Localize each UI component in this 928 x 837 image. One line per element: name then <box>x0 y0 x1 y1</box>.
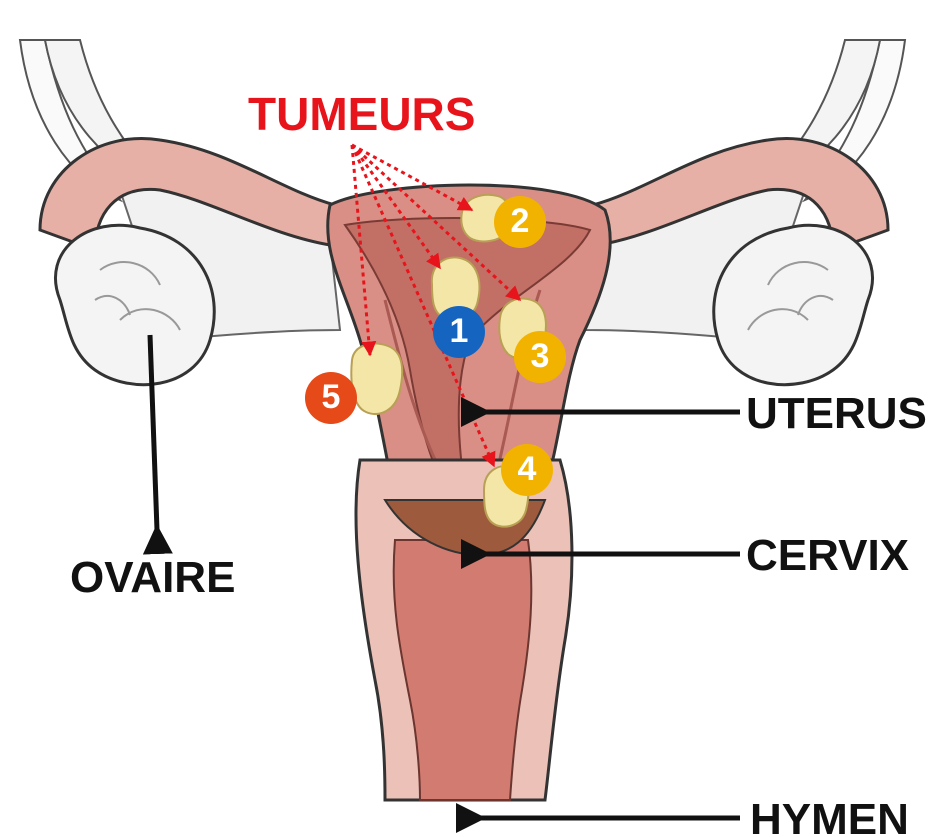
tumor-marker-4-number: 4 <box>518 450 537 488</box>
tumors-label: TUMEURS <box>248 88 475 140</box>
ovary-label: OVAIRE <box>70 553 235 602</box>
tumor-marker-3-number: 3 <box>531 337 550 375</box>
tumor-marker-5: 5 <box>305 372 357 424</box>
tumor-marker-1-number: 1 <box>450 312 469 350</box>
tumor-marker-2-number: 2 <box>511 202 530 240</box>
tumor-marker-3: 3 <box>514 331 566 383</box>
hymen-label: HYMEN <box>750 795 909 837</box>
tumor-marker-1: 1 <box>433 306 485 358</box>
tumor-growth-5 <box>351 344 402 414</box>
tumor-marker-5-number: 5 <box>322 378 341 416</box>
tumor-marker-4: 4 <box>501 444 553 496</box>
tumor-marker-2: 2 <box>494 196 546 248</box>
cervix-label: CERVIX <box>746 531 909 580</box>
uterus-label: UTERUS <box>746 389 927 438</box>
